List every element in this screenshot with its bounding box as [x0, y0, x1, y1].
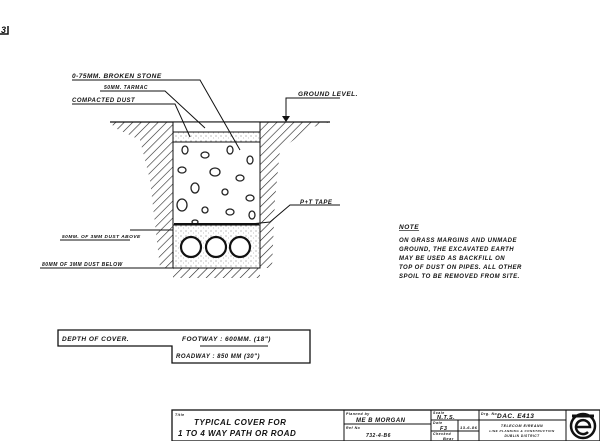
label-broken-stone: 0-75MM. BROKEN STONE: [72, 73, 162, 80]
svg-text:Scale: Scale: [433, 411, 445, 415]
label-compacted-dust: COMPACTED DUST: [72, 98, 136, 104]
label-dust-above: 50MM. OF 3MM DUST ABOVE: [62, 234, 141, 240]
note-line: MAY BE USED AS BACKFILL ON: [399, 256, 505, 262]
drawing-title-line1: TYPICAL COVER FOR: [194, 418, 286, 427]
drawn-by: ME B MORGAN: [356, 418, 406, 424]
drawing-number: DAC. E413: [497, 413, 534, 420]
svg-text:DUBLIN DISTRICT: DUBLIN DISTRICT: [504, 434, 540, 438]
label-ground-level: GROUND LEVEL.: [298, 91, 358, 98]
ref-no: 732-4-B6: [366, 433, 391, 439]
stones: [176, 145, 256, 225]
svg-text:Ref No: Ref No: [346, 426, 361, 430]
duct-pipe: [228, 235, 252, 259]
label-pt-tape: P+T TAPE: [300, 200, 333, 206]
telecom-logo-icon: [569, 412, 597, 440]
checked-by: Bear: [443, 436, 454, 441]
drawing-title-line2: 1 TO 4 WAY PATH OR ROAD: [178, 429, 296, 438]
sheet-number: 3: [1, 25, 7, 35]
broken-stone-layer: [172, 141, 261, 226]
duct-pipe: [204, 235, 228, 259]
title-block: [171, 409, 600, 441]
footway-depth: FOOTWAY : 600MM. (18"): [182, 336, 271, 343]
tarmac-layer: [172, 121, 261, 133]
svg-text:LINE PLANNING & CONSTRUCTION: LINE PLANNING & CONSTRUCTION: [489, 429, 555, 433]
note-line: SPOIL TO BE REMOVED FROM SITE.: [399, 274, 520, 280]
ground-level-marker-icon: [282, 116, 290, 122]
svg-text:Date: Date: [433, 421, 443, 425]
scale: N.T.S.: [437, 415, 455, 421]
depth-of-cover-box: DEPTH OF COVER. FOOTWAY : 600MM. (18") R…: [57, 329, 311, 364]
compacted-dust-layer: [172, 131, 261, 143]
date: F3: [440, 426, 447, 432]
note-line: TOP OF DUST ON PIPES. ALL OTHER: [399, 265, 522, 271]
svg-text:Checked: Checked: [433, 432, 451, 436]
company-name: TELECOM EIREANN: [501, 424, 543, 428]
note-line: GROUND, THE EXCAVATED EARTH: [399, 247, 514, 253]
note-line: ON GRASS MARGINS AND UNMADE: [399, 238, 517, 244]
ducts: [179, 235, 252, 259]
svg-text:Title: Title: [175, 413, 185, 417]
note: NOTE ON GRASS MARGINS AND UNMADE GROUND,…: [399, 224, 522, 280]
sheet-number-box: 3: [0, 25, 9, 35]
label-tarmac: 50MM. TARMAC: [104, 85, 148, 91]
svg-text:Drg. No.: Drg. No.: [481, 412, 499, 416]
roadway-depth: ROADWAY : 850 MM (30"): [176, 354, 260, 360]
leader-lines: [40, 79, 340, 269]
svg-text:Planned by: Planned by: [346, 412, 370, 416]
trench: [172, 121, 261, 269]
duct-pipe: [179, 235, 203, 259]
title-block-text: Title TYPICAL COVER FOR 1 TO 4 WAY PATH …: [175, 411, 555, 441]
revision: 13-6-86: [460, 425, 478, 430]
depth-of-cover-label: DEPTH OF COVER.: [62, 336, 129, 343]
note-title: NOTE: [399, 224, 419, 231]
label-dust-below: 80MM OF 3MM DUST BELOW: [42, 262, 124, 268]
